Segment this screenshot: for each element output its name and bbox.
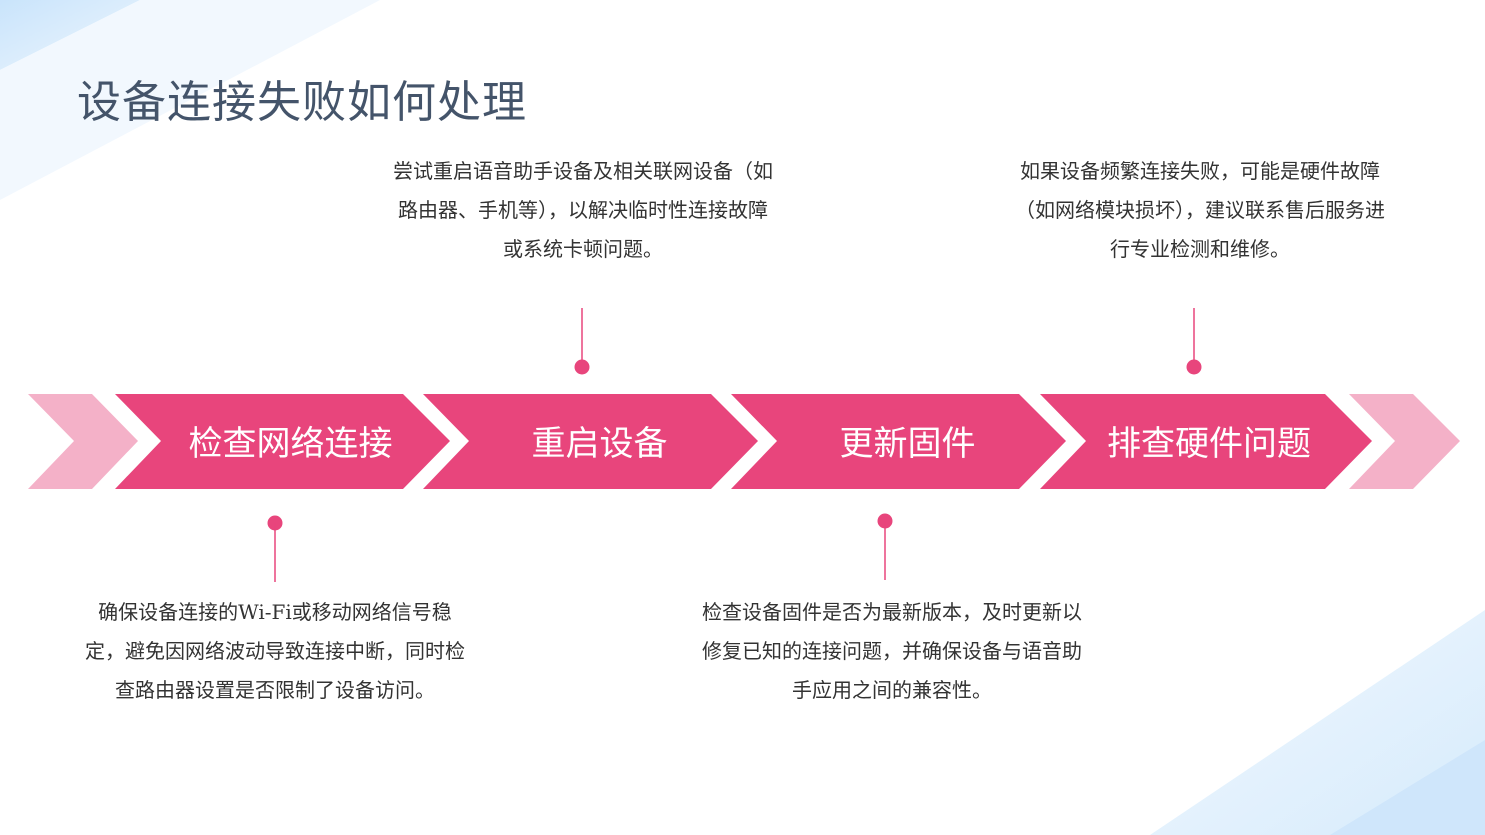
step-label-4: 排查硬件问题 bbox=[1107, 424, 1311, 464]
step-label-3: 更新固件 bbox=[839, 424, 976, 464]
step-description-1: 确保设备连接的Wi-Fi或移动网络信号稳定，避免因网络波动导致连接中断，同时检查… bbox=[85, 600, 465, 702]
step-arrow-3 bbox=[731, 394, 1066, 489]
corner-decoration-bottom-right bbox=[1150, 610, 1485, 835]
step-label-2: 重启设备 bbox=[531, 424, 668, 464]
chevron-start bbox=[28, 394, 138, 489]
chevron-end bbox=[1349, 394, 1460, 489]
step-arrow-1 bbox=[115, 394, 450, 489]
step-arrow-4 bbox=[1040, 394, 1372, 489]
step-description-4: 如果设备频繁连接失败，可能是硬件故障（如网络模块损坏），建议联系售后服务进行专业… bbox=[1015, 159, 1385, 261]
connector-dot-4 bbox=[1186, 359, 1202, 375]
step-arrow-2 bbox=[423, 394, 758, 489]
corner-decoration-top-left-light bbox=[0, 0, 380, 200]
step-description-2: 尝试重启语音助手设备及相关联网设备（如路由器、手机等），以解决临时性连接故障或系… bbox=[393, 159, 773, 261]
page-title: 设备连接失败如何处理 bbox=[77, 77, 527, 128]
connector-dot-2 bbox=[574, 359, 590, 375]
step-label-1: 检查网络连接 bbox=[188, 424, 393, 464]
step-description-3: 检查设备固件是否为最新版本，及时更新以修复已知的连接问题，并确保设备与语音助手应… bbox=[702, 600, 1082, 702]
corner-decoration-bottom-right-inner bbox=[1330, 740, 1485, 835]
